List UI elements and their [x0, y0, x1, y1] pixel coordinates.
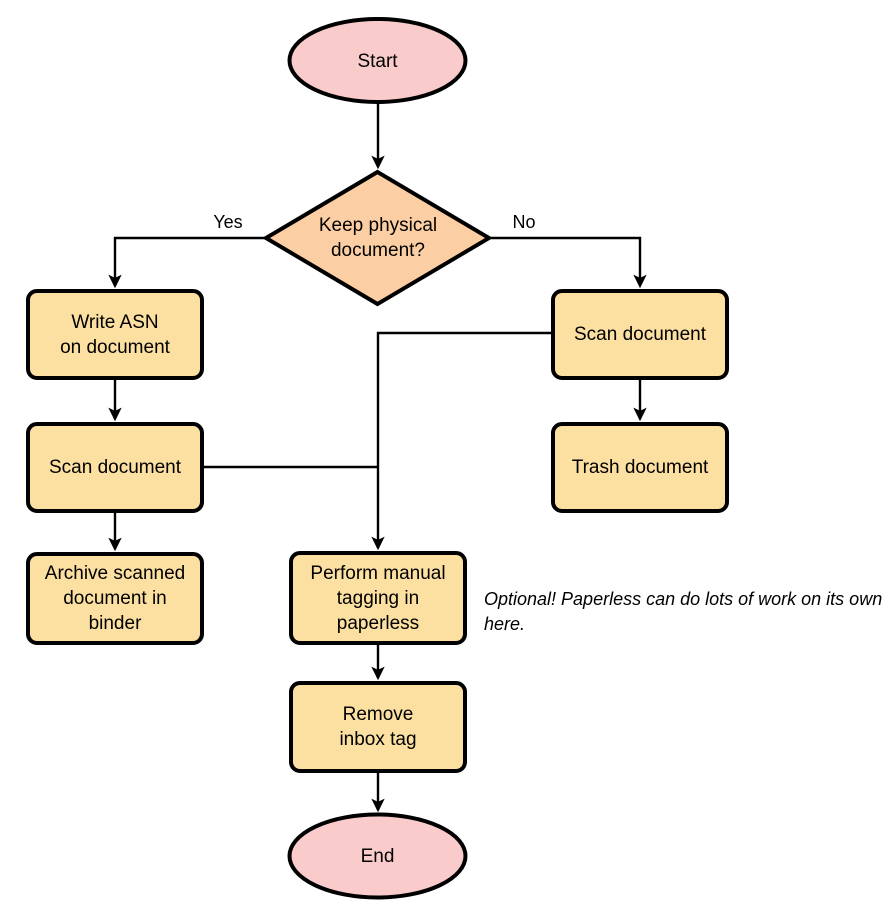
node-remove-inbox-shape — [289, 681, 467, 773]
edge-decision-no-to-scan-right — [491, 236, 647, 289]
node-archive-shape — [26, 552, 204, 645]
node-end-shape — [287, 812, 468, 900]
edge-scan-right-to-manual-tagging — [371, 331, 552, 551]
node-manual-tagging[interactable] — [290, 552, 466, 644]
node-start[interactable] — [288, 18, 468, 104]
node-write-asn[interactable] — [27, 290, 203, 379]
node-archive[interactable] — [27, 553, 203, 644]
node-scan-right-shape — [551, 289, 729, 380]
node-scan-left-shape — [26, 422, 204, 513]
node-decision-shape — [262, 169, 493, 307]
node-decision[interactable] — [265, 171, 491, 305]
node-trash[interactable] — [552, 423, 728, 512]
edge-decision-yes-to-write-asn — [108, 236, 265, 289]
node-manual-tagging-shape — [289, 551, 467, 645]
node-scan-left[interactable] — [27, 423, 203, 512]
node-write-asn-shape — [26, 289, 204, 380]
node-start-shape — [287, 17, 468, 104]
node-scan-right[interactable] — [552, 290, 728, 379]
node-end[interactable] — [288, 814, 468, 900]
node-trash-shape — [551, 422, 729, 513]
node-remove-inbox[interactable] — [290, 682, 466, 772]
